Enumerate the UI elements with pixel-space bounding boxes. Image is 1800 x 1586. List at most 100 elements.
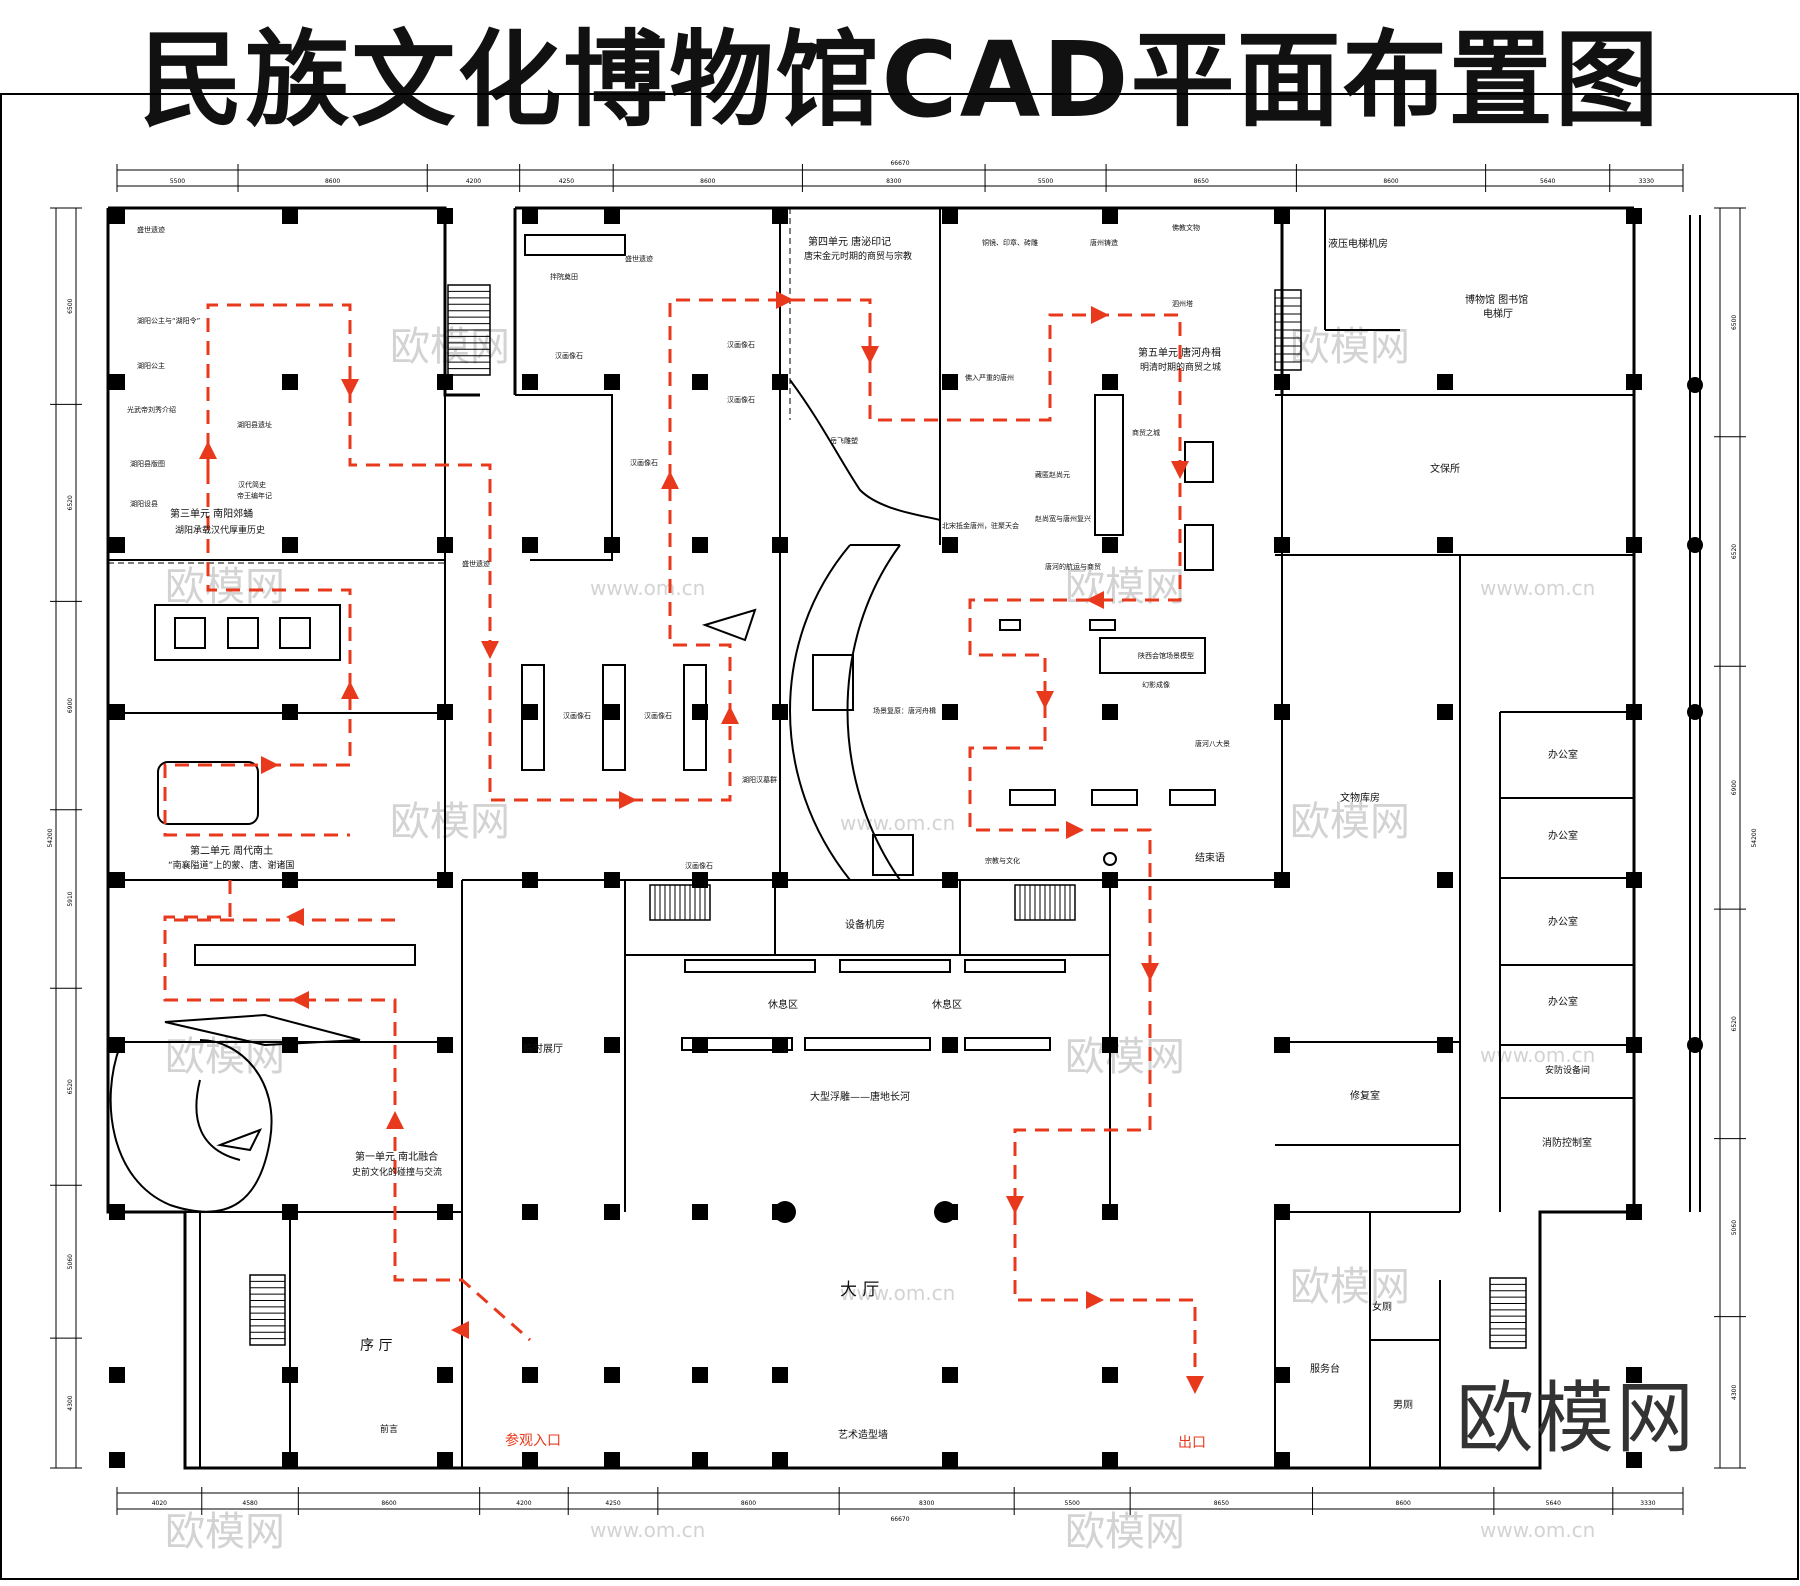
dimension-value: 6520: [1731, 1016, 1738, 1031]
label-mens: 男厕: [1393, 1399, 1413, 1411]
column: [692, 374, 708, 390]
column: [604, 1037, 620, 1053]
label-entrance: 参观入口: [505, 1432, 561, 1449]
label-unit5: 第五单元 唐河舟楫: [1138, 346, 1221, 359]
column: [109, 872, 125, 888]
route-arrow: [1066, 821, 1084, 839]
watermark-tile: 欧模网: [1065, 564, 1185, 610]
label-temp-hall: 临时展厅: [523, 1042, 563, 1055]
column: [1102, 1367, 1118, 1383]
dimension-value: 4580: [242, 1500, 257, 1507]
route-arrow: [286, 908, 304, 926]
watermark-tile: 欧模网: [1065, 1509, 1185, 1555]
column: [772, 704, 788, 720]
watermark-url: www.om.cn: [840, 811, 955, 835]
column: [772, 537, 788, 553]
column: [692, 1367, 708, 1383]
exhibit-label: 唐州铸造: [1090, 238, 1118, 247]
dimension-value: 5640: [1546, 1500, 1561, 1507]
route-arrow: [341, 681, 359, 699]
column: [1437, 872, 1453, 888]
exhibit-label: 佛入严重的唐州: [965, 373, 1014, 382]
watermark-tile: 欧模网: [1290, 1264, 1410, 1310]
column: [604, 1452, 620, 1468]
column: [772, 208, 788, 224]
exhibit-label: 汉画像石: [555, 351, 583, 360]
label-office1: 办公室: [1548, 748, 1578, 761]
column: [772, 1037, 788, 1053]
label-unit1-sub: 史前文化的碰撞与交流: [352, 1166, 442, 1178]
label-elevator-hall: 电梯厅: [1483, 307, 1513, 320]
label-unit1: 第一单元 南北融合: [355, 1150, 438, 1163]
watermark-tile: 欧模网: [1065, 1034, 1185, 1080]
exhibit-label: 湖阳公主: [137, 361, 165, 370]
dimension-value: 4020: [152, 1500, 167, 1507]
dimension-total: 54200: [47, 828, 54, 847]
column: [692, 872, 708, 888]
label-front-desk: 前言: [380, 1423, 398, 1435]
column: [522, 1452, 538, 1468]
column: [1626, 704, 1642, 720]
label-lobby: 大 厅: [840, 1280, 879, 1300]
label-unit3-sub: 湖阳承载汉代厚重历史: [175, 524, 265, 536]
exhibit-label: 唐河的航运与商贸: [1045, 562, 1101, 571]
column: [282, 1452, 298, 1468]
column: [522, 1037, 538, 1053]
route-arrow: [261, 756, 279, 774]
dimension-total: 66670: [890, 160, 909, 167]
label-unit4: 第四单元 唐泌印记: [808, 235, 891, 248]
column: [282, 537, 298, 553]
watermark-url: www.om.cn: [590, 576, 705, 600]
route-arrow: [199, 441, 217, 459]
column: [1626, 1367, 1642, 1383]
dimension-ticks: [50, 164, 1746, 1515]
exhibit-cases: [154, 234, 1216, 1051]
column: [1102, 374, 1118, 390]
dimension-value: 5500: [1065, 1500, 1080, 1507]
watermark-tile: 欧模网: [1290, 799, 1410, 845]
exhibit-label: 盛世遗迹: [137, 225, 165, 234]
label-restoration: 修复室: [1350, 1089, 1380, 1102]
dimension-value: 4250: [559, 178, 574, 185]
route-arrow: [1171, 461, 1189, 479]
exhibit-label: 商贸之城: [1132, 428, 1160, 437]
exhibit-label: 汉画像石: [630, 458, 658, 467]
dimension-value: 8600: [700, 178, 715, 185]
watermark-url: www.om.cn: [590, 1518, 705, 1542]
column: [772, 872, 788, 888]
dimension-value: 5060: [67, 1254, 74, 1269]
exhibit-label: 湖阳县遗址: [237, 420, 272, 429]
route-arrow: [341, 379, 359, 397]
label-unit3: 第三单元 南阳郊蛹: [170, 507, 253, 520]
dimension-value: 3330: [1639, 178, 1654, 185]
exhibit-label: 汉画像石: [644, 711, 672, 720]
column: [1626, 1204, 1642, 1220]
round-column: [934, 1201, 956, 1223]
dimension-value: 8600: [381, 1500, 396, 1507]
exhibit-label: 光武帝刘秀介绍: [127, 405, 176, 414]
column: [1102, 537, 1118, 553]
exhibit-label: 幻影成像: [1142, 680, 1170, 689]
round-column: [1103, 852, 1117, 866]
column: [604, 1367, 620, 1383]
column: [1274, 872, 1290, 888]
column: [109, 537, 125, 553]
column: [942, 872, 958, 888]
dimension-value: 4200: [516, 1500, 531, 1507]
label-office3: 办公室: [1548, 915, 1578, 928]
column: [942, 1452, 958, 1468]
stair-treads: [250, 290, 1526, 1343]
column: [772, 374, 788, 390]
exhibit-label: 北宋抵金唐州，驻聚天会: [942, 521, 1019, 530]
dimension-value: 8600: [1383, 178, 1398, 185]
column: [282, 1367, 298, 1383]
route-arrow: [451, 1321, 469, 1339]
column: [942, 1037, 958, 1053]
dimension-value: 6520: [67, 1079, 74, 1094]
watermark-tile: 欧模网: [390, 799, 510, 845]
exhibit-label: 湖阳县版图: [130, 459, 165, 468]
label-rest2: 休息区: [932, 998, 962, 1011]
exhibit-label: 佛教文物: [1172, 223, 1200, 232]
label-office2: 办公室: [1548, 829, 1578, 842]
drawing-frame: [0, 93, 1799, 1580]
